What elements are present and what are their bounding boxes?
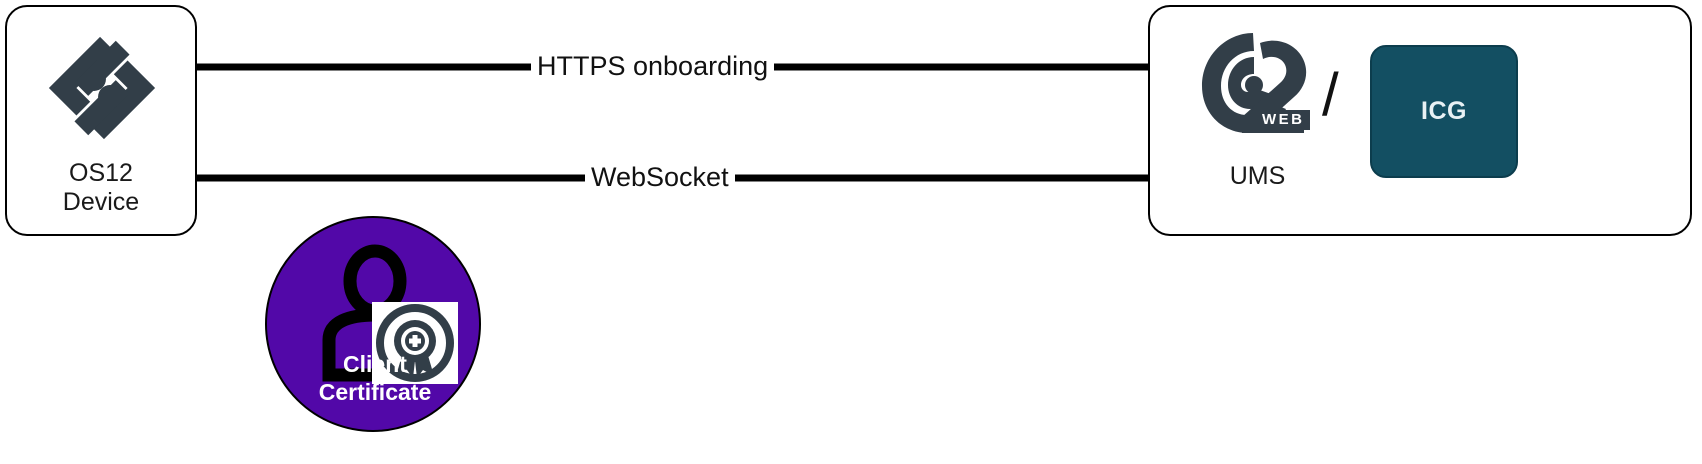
icg-module-box[interactable]: ICG [1370, 45, 1518, 178]
ums-web-badge: WEB [1255, 110, 1310, 130]
client-certificate-art [322, 244, 458, 384]
ums-icg-separator: / [1322, 61, 1339, 128]
certificate-award-icon [376, 304, 454, 382]
edge-label-websocket: WebSocket [585, 161, 735, 193]
client-certificate-badge[interactable]: Client Certificate [265, 216, 481, 432]
ums-swirl-logo-icon [1202, 33, 1307, 133]
client-certificate-label: Client Certificate [318, 351, 432, 405]
icg-label: ICG [1421, 97, 1467, 125]
edge-label-https-onboarding: HTTPS onboarding [531, 50, 775, 82]
node-label-os12-device: OS12 Device [62, 159, 140, 216]
node-os12-device[interactable]: OS12 Device [5, 5, 197, 236]
node-label-ums: UMS [1229, 162, 1286, 190]
os12-chain-logo-icon [48, 36, 156, 140]
node-ums[interactable]: WEB / ICG UMS [1148, 5, 1692, 236]
